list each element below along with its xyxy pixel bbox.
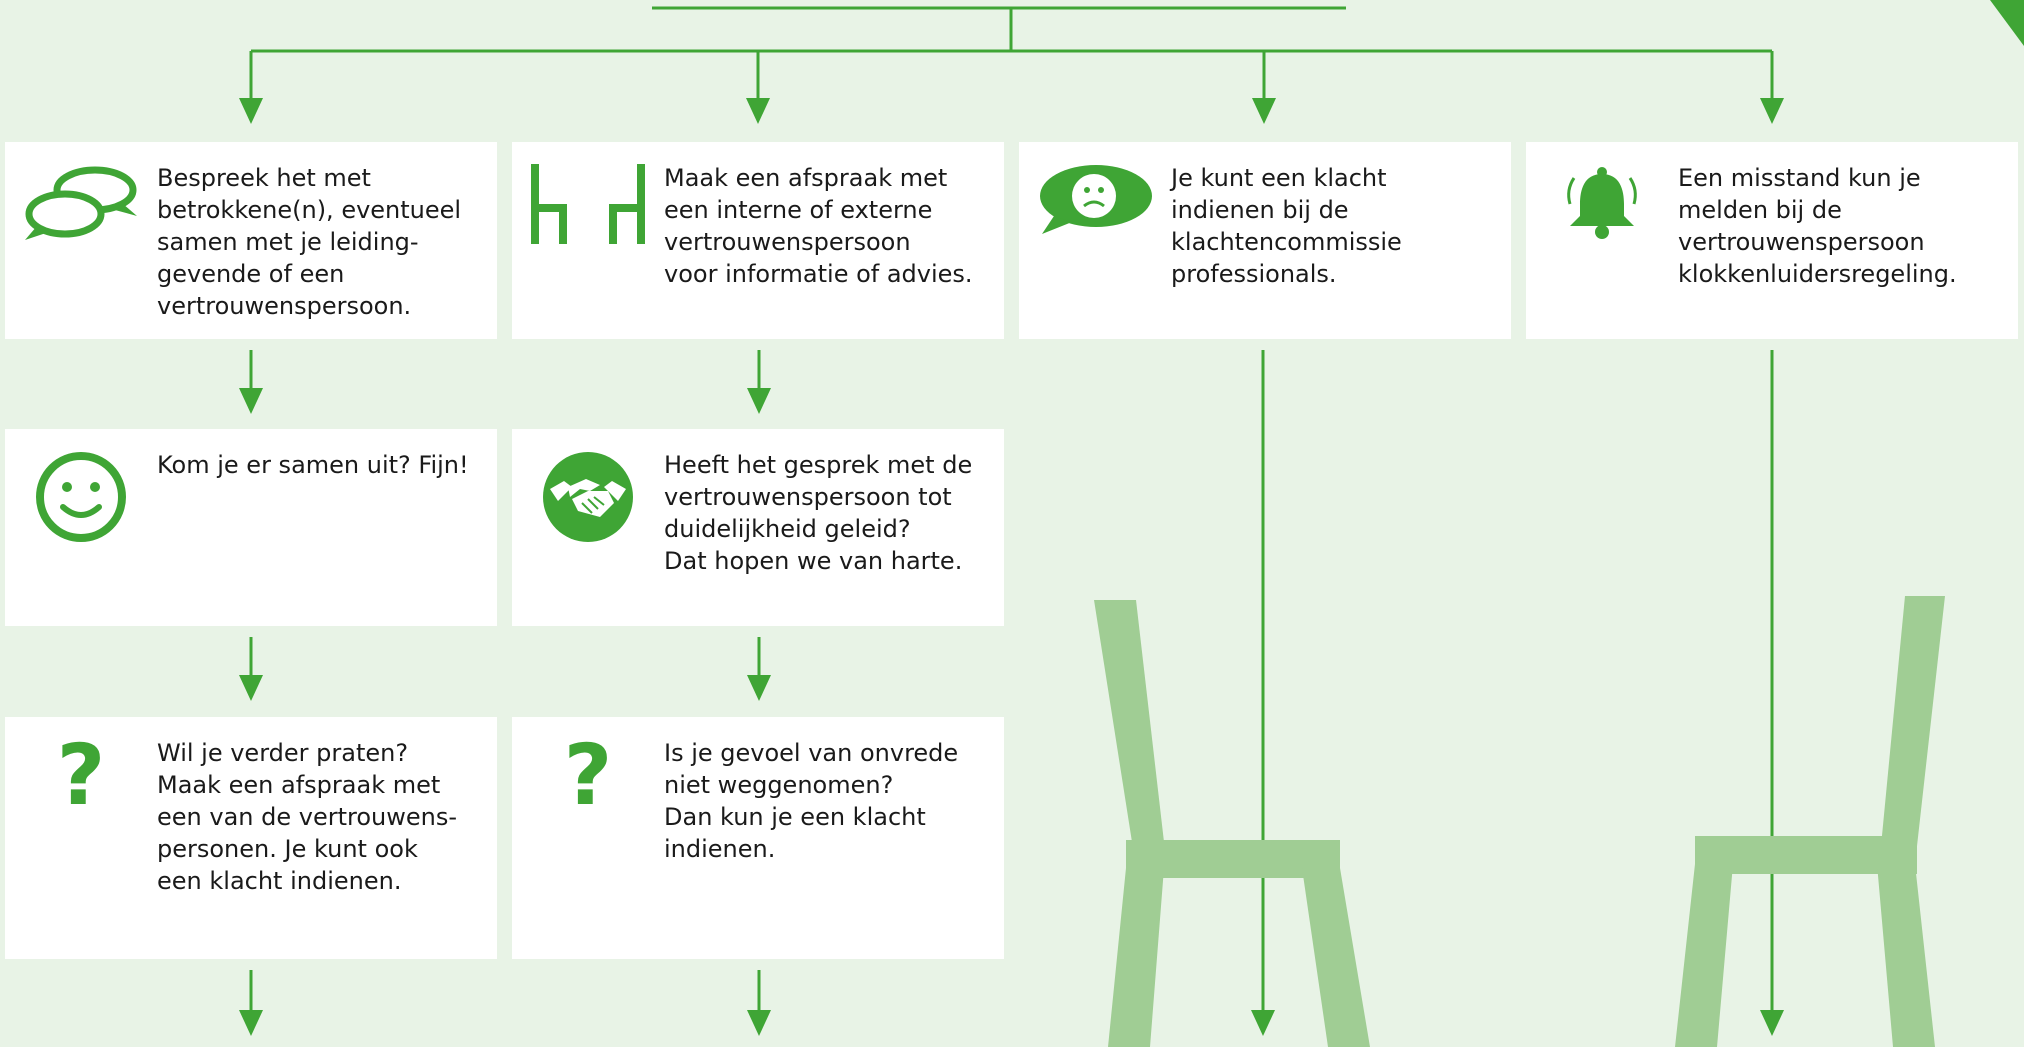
step-card-confidant: Maak een afspraak met een interne of ext… <box>512 142 1004 339</box>
smiley-icon <box>15 451 147 551</box>
step-card-whistleblower: Een misstand kun je melden bij de vertro… <box>1526 142 2018 339</box>
step-card-further-talk: ? Wil je verder praten? Maak een afspraa… <box>5 717 497 959</box>
arrow-head-6 <box>747 388 771 414</box>
arrow-head-2 <box>746 98 770 124</box>
sad-face-bubble-icon <box>1029 164 1161 264</box>
arrow-head-4 <box>1760 98 1784 124</box>
step-card-dissatisfied: ? Is je gevoel van onvrede niet weggenom… <box>512 717 1004 959</box>
step-text: Wil je verder praten? Maak een afspraak … <box>157 739 457 895</box>
step-text: Een misstand kun je melden bij de vertro… <box>1678 164 1957 288</box>
arrow-head-1 <box>239 98 263 124</box>
arrow-head-10 <box>747 1010 771 1036</box>
step-card-talk: Bespreek het met betrokkene(n), eventuee… <box>5 142 497 339</box>
handshake-icon <box>522 451 654 551</box>
arrow-head-9 <box>239 1010 263 1036</box>
arrow-head-12 <box>1760 1010 1784 1036</box>
decorative-chair-right <box>1675 596 1945 1047</box>
decorative-chair-left <box>1094 600 1370 1047</box>
question-mark-icon: ? <box>56 726 106 824</box>
arrow-head-8 <box>747 675 771 701</box>
two-chairs-icon <box>522 164 654 264</box>
step-text: Is je gevoel van onvrede niet weggenomen… <box>664 739 959 863</box>
arrow-head-5 <box>239 388 263 414</box>
question-mark-icon: ? <box>563 726 613 824</box>
step-text: Je kunt een klacht indienen bij de klach… <box>1171 164 1402 288</box>
step-text: Heeft het gesprek met de vertrouwenspers… <box>664 451 973 575</box>
step-card-clarity: Heeft het gesprek met de vertrouwenspers… <box>512 429 1004 626</box>
bell-icon <box>1536 164 1668 264</box>
arrow-head-3 <box>1252 98 1276 124</box>
step-card-complaint: Je kunt een klacht indienen bij de klach… <box>1019 142 1511 339</box>
step-text: Bespreek het met betrokkene(n), eventuee… <box>157 164 462 320</box>
arrow-head-7 <box>239 675 263 701</box>
corner-triangle <box>1990 0 2024 46</box>
speech-bubbles-icon <box>15 164 147 264</box>
step-text: Maak een afspraak met een interne of ext… <box>664 164 973 288</box>
step-text: Kom je er samen uit? Fijn! <box>157 451 469 479</box>
step-card-resolved: Kom je er samen uit? Fijn! <box>5 429 497 626</box>
arrow-head-11 <box>1251 1010 1275 1036</box>
